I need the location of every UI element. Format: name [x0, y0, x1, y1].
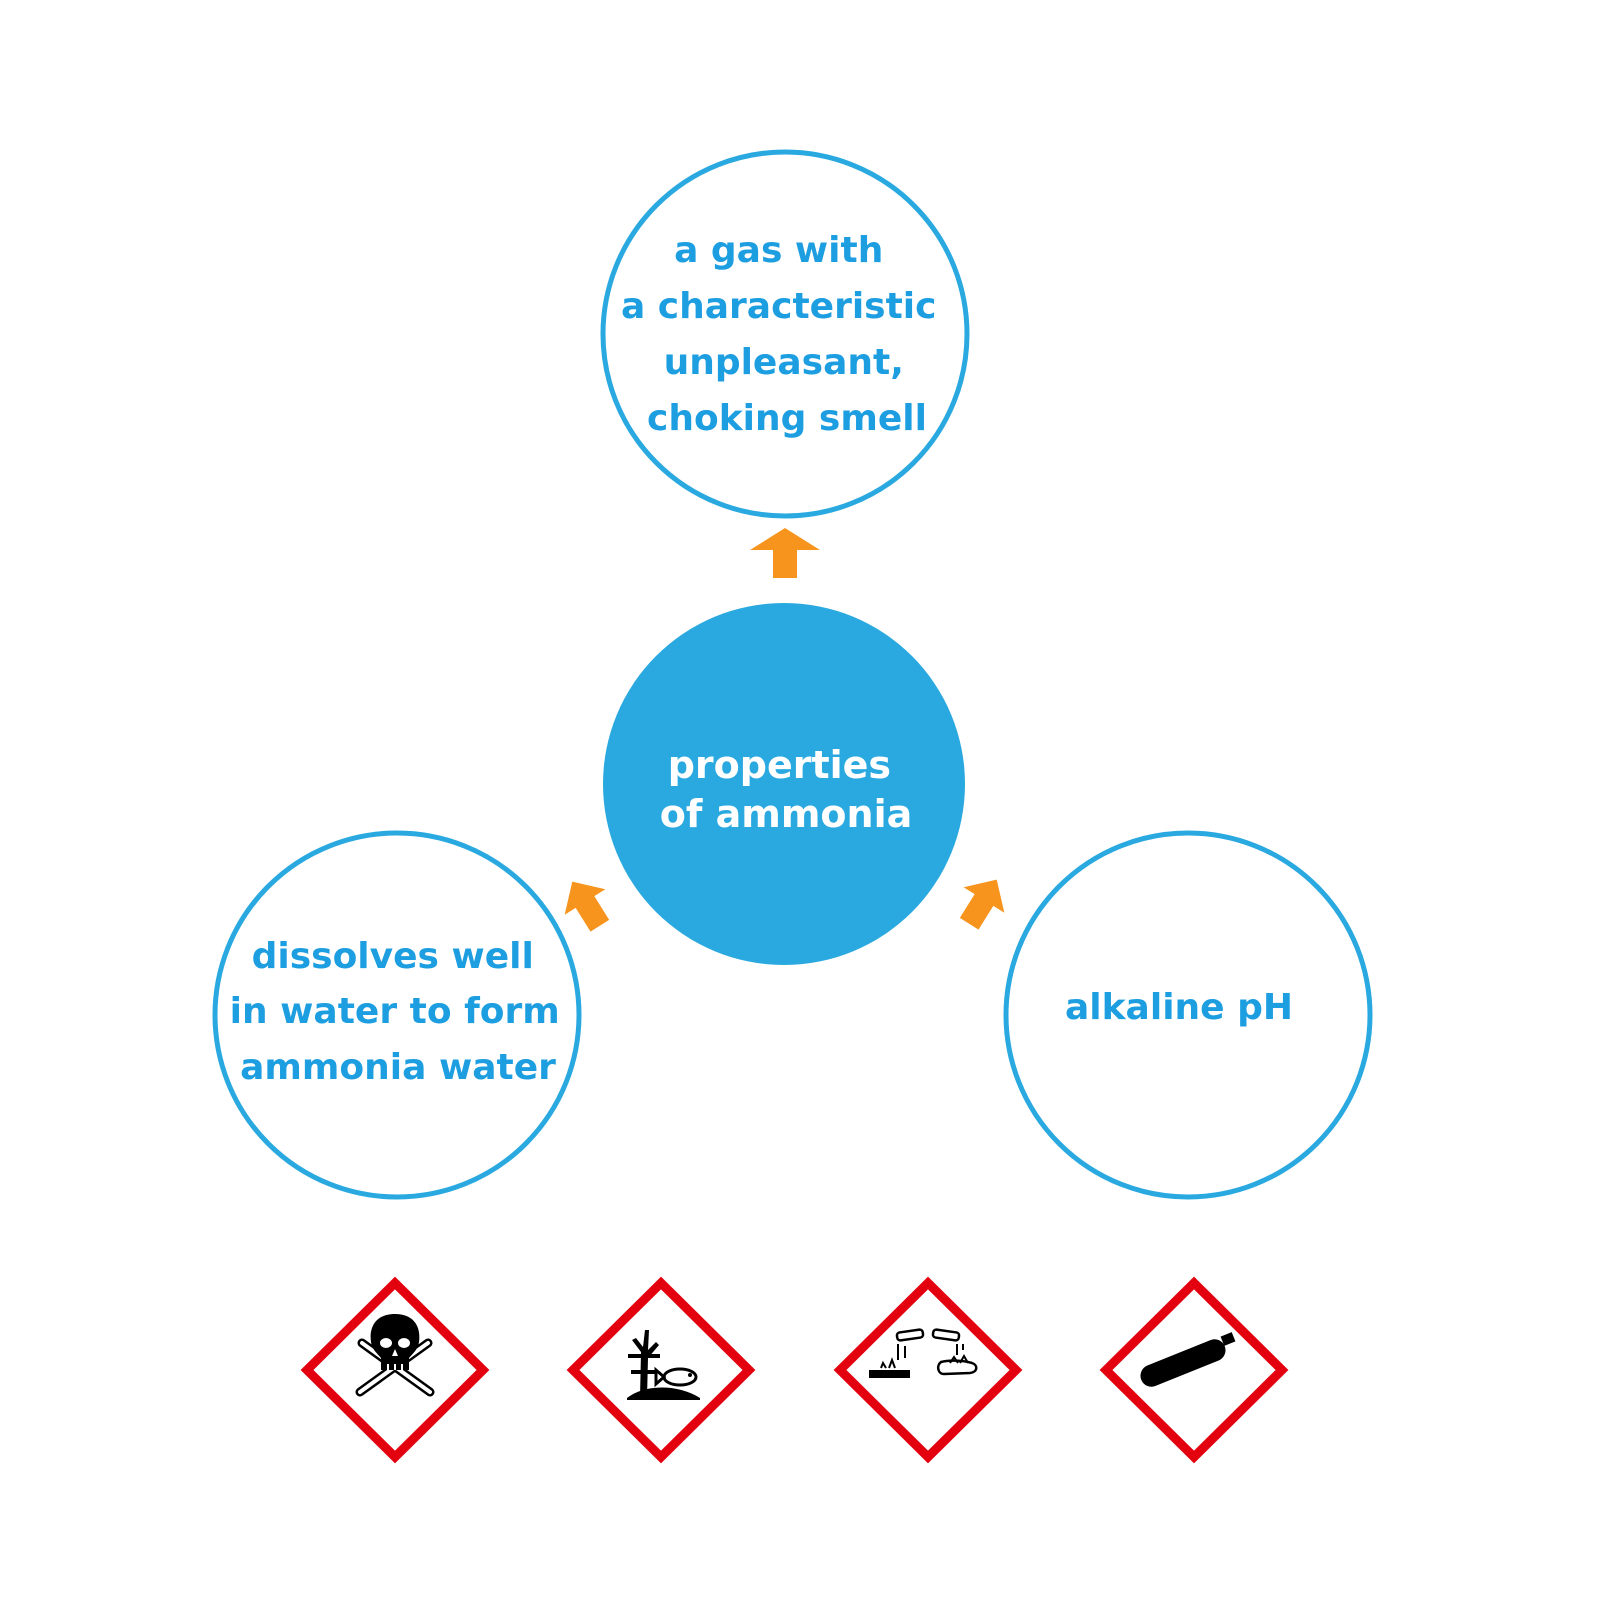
property-top-line-3: unpleasant,	[664, 342, 904, 383]
property-left-circle	[212, 830, 582, 1200]
svg-text:alkaline pH: alkaline pH	[1065, 987, 1293, 1028]
center-title-line-1: properties	[668, 743, 891, 787]
property-top-line-2: a characteristic	[621, 286, 937, 327]
center-node: properties of ammonia	[603, 603, 965, 965]
hazard-diamond-frame	[833, 1276, 1023, 1464]
property-right: alkaline pH	[1003, 830, 1373, 1200]
property-right-line-1: alkaline pH	[1065, 987, 1293, 1028]
center-circle	[603, 603, 965, 965]
arrow-down-left	[564, 881, 610, 932]
property-left-line-3: ammonia water	[240, 1047, 556, 1088]
hazard-pictogram-environment	[566, 1276, 756, 1464]
hazard-pictogram-gas	[1099, 1276, 1289, 1464]
corrosion-icon	[869, 1328, 978, 1378]
svg-text:properties of ammonia: properties of ammonia	[660, 743, 913, 836]
hazard-diamond-frame	[566, 1276, 756, 1464]
arrow-up	[750, 528, 820, 578]
property-top-line-1: a gas with	[674, 230, 883, 271]
property-top-circle	[600, 149, 970, 519]
gas-cylinder-icon	[1140, 1332, 1236, 1387]
property-left-line-2: in water to form	[230, 991, 560, 1032]
arrow-down-right	[959, 879, 1005, 930]
property-right-circle	[1003, 830, 1373, 1200]
property-top: a gas with a characteristic unpleasant, …	[600, 149, 970, 519]
center-title-line-2: of ammonia	[660, 792, 913, 836]
property-left: dissolves well in water to form ammonia …	[212, 830, 582, 1200]
hazard-pictogram-toxic	[300, 1276, 490, 1464]
skull-crossbones-icon	[355, 1314, 435, 1397]
property-left-line-1: dissolves well	[252, 936, 534, 977]
environment-dead-tree-fish-icon	[627, 1330, 700, 1400]
svg-text:dissolves well in water: dissolves well in water to form ammonia …	[230, 936, 573, 1088]
property-top-line-4: choking smell	[647, 398, 927, 439]
svg-text:a gas with a characteris: a gas with a characteristic unpleasant, …	[621, 230, 949, 439]
hazard-pictogram-corrosive	[833, 1276, 1023, 1464]
